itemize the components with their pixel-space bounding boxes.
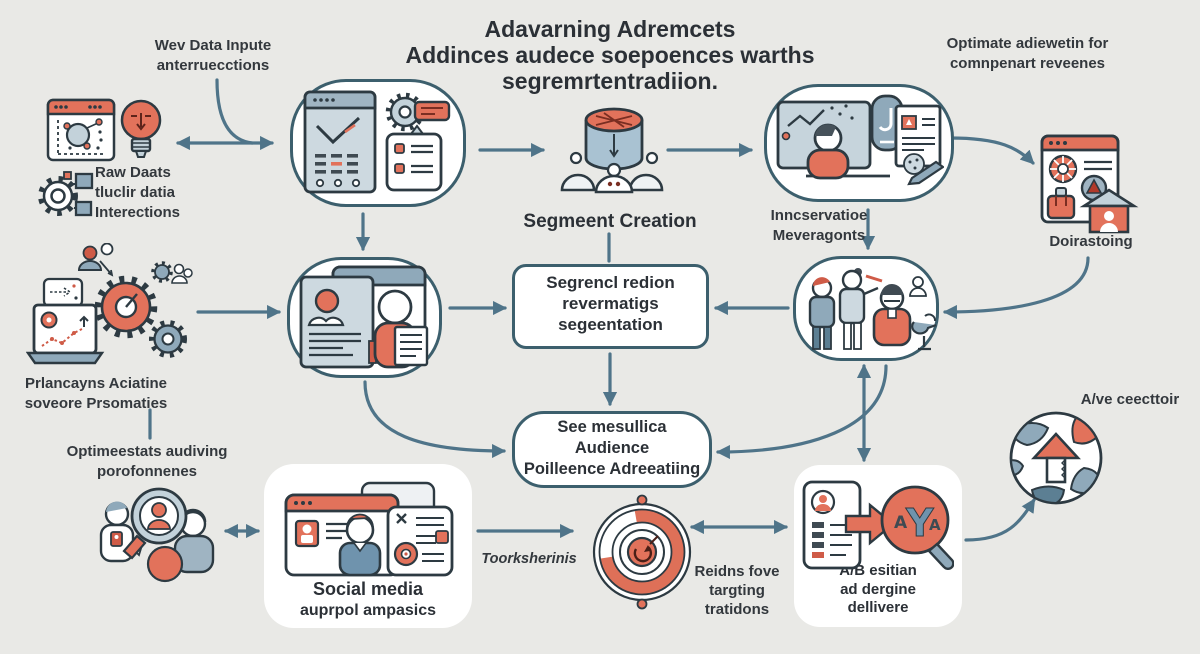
profile-card-person-icon (299, 265, 429, 369)
arrow-person-doirastoing (948, 136, 1035, 165)
label-raw-data: Raw Daats tluclir datia Interections (95, 164, 181, 221)
lightbulb-icon (120, 99, 162, 158)
label-toorksherinis: Toorksherinis (481, 551, 577, 567)
browser-avatars-house-icon (1040, 134, 1139, 234)
target-icon (592, 494, 692, 610)
ab-test-text: A/B esitian ad dergine dellivere (839, 562, 917, 616)
label-optimate: Optimate adiewetin for comnpenart reveen… (946, 35, 1109, 72)
ab-document-magnifier-icon: A Y A (802, 480, 954, 570)
people-group-icon (808, 268, 937, 351)
laptop-chart-gears-people-icon (26, 243, 193, 365)
browser-scatter-icon (46, 98, 116, 162)
arrow-people-see (715, 364, 888, 460)
globe-up-arrow-icon (1009, 411, 1103, 505)
arrow-profile-see (363, 380, 507, 459)
person-monitor-document-icon (776, 94, 944, 186)
arrow-doirastoing-people (942, 256, 1090, 320)
arrow-webdata-curve (215, 78, 254, 145)
dashboard-gear-checklist-icon (303, 90, 451, 194)
svg-text:Y: Y (905, 501, 934, 545)
title-line2: Addinces audece soepoences warths (405, 42, 815, 68)
people-magnifier-icon (99, 487, 215, 583)
database-users-icon (560, 107, 664, 194)
node-segrencl-box (512, 264, 709, 349)
label-doirastoing: Doirastoing (1049, 233, 1133, 250)
social-media-text: Social media auprpol ampasics (299, 579, 437, 619)
label-web-data: Wev Data Inpute anterruecctions (154, 37, 272, 74)
label-ave-cecttour: A/ve ceecttoir (1080, 391, 1180, 408)
title-line1: Adavarning Adremcets (484, 16, 736, 42)
label-reidns: Reidns fove targting tratidons (694, 563, 780, 618)
node-see-mesullica-box (512, 411, 712, 488)
label-segment-creation: Segmeent Creation (523, 211, 697, 232)
arrow-ab-globe (964, 498, 1036, 542)
segrencl-text: Segrencl redion revermatigs segeentation (546, 273, 675, 334)
diagram-title: Adavarning Adremcets Addinces audece soe… (320, 16, 900, 94)
see-mesullica-text: See mesullica Audience Poilleence Adreea… (523, 418, 701, 478)
label-prlancayns: Prlancayns Aciatine soveore Prsomaties (24, 375, 168, 412)
title-line3: segremrtentradiion. (502, 68, 718, 94)
label-innservatioe: Inncservatioe Meveragonts (770, 207, 868, 244)
label-optimeestats: Optimeestats audiving porofonnenes (66, 443, 228, 480)
gear-flowchart-icon (38, 171, 94, 217)
svg-text:A: A (929, 516, 941, 534)
svg-text:A: A (894, 513, 908, 533)
social-browsers-icon (284, 481, 454, 577)
